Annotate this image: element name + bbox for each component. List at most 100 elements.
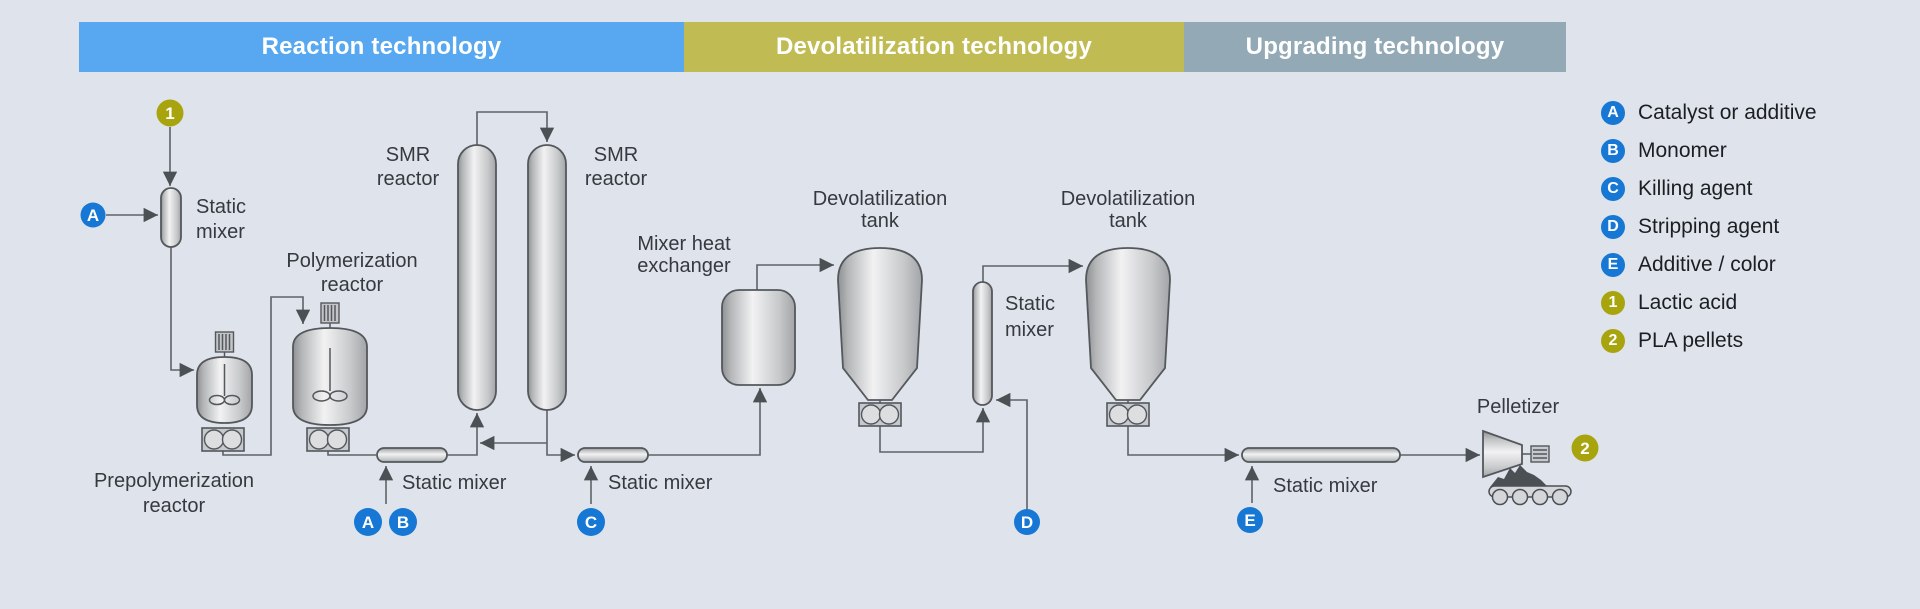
pump-gear (860, 404, 882, 425)
pump-gear (221, 429, 243, 450)
legend-label-killing-agent: Killing agent (1638, 177, 1753, 200)
devol1-body (837, 247, 923, 401)
prepolymerization-reactor (196, 331, 253, 452)
pipe-mhe-to-devol1 (756, 257, 834, 290)
marker-1-label: 1 (165, 104, 174, 123)
header-section-upgrading-label: Upgrading technology (1245, 33, 1505, 60)
marker-2-badge (1571, 434, 1599, 462)
legend-badge-d: D (1601, 215, 1625, 239)
marker-c-label: C (585, 513, 597, 532)
pipe-prepoly-to-poly (222, 296, 311, 456)
marker-d-badge (1014, 509, 1040, 535)
label-static-mixer-c: Static mixer (608, 472, 713, 494)
label-smr-left-2: reactor (377, 168, 440, 190)
label-static-mixer-d-2: mixer (1005, 319, 1054, 341)
conveyor-wheel (1531, 488, 1549, 506)
mixer-heat-exchanger (721, 289, 796, 386)
equipment-labels: Static mixer Prepolymerization reactor P… (94, 144, 1560, 517)
label-static-mixer-e: Static mixer (1273, 475, 1378, 497)
static-mixer-inlet-body (160, 187, 182, 248)
header-section-reaction-label: Reaction technology (261, 33, 502, 60)
label-static-mixer-ab: Static mixer (402, 472, 507, 494)
pipe-smr2-to-mixer-c (546, 410, 575, 463)
marker-b-label: B (397, 513, 409, 532)
label-pelletizer: Pelletizer (1477, 396, 1560, 418)
legend-badge-1: 1 (1601, 291, 1625, 315)
label-devol-tank-2: Devolatilization (1061, 188, 1196, 210)
marker-a-inlet-label: A (87, 206, 99, 225)
pump-gear (1108, 404, 1130, 425)
motor-icon (320, 302, 340, 324)
label-prepoly-reactor: Prepolymerization (94, 470, 254, 492)
label-static-mixer-inlet: Static (196, 196, 246, 218)
motor-hatch (323, 305, 336, 321)
legend-item-monomer: B Monomer (1601, 132, 1817, 170)
label-mixer-heat-exchanger: Mixer heat (637, 233, 731, 255)
marker-d-label: D (1021, 513, 1033, 532)
legend-badge-2: 2 (1601, 329, 1625, 353)
agitator-blade-icon (223, 394, 241, 406)
marker-e-label: E (1244, 511, 1255, 530)
label-poly-reactor-2: reactor (321, 274, 384, 296)
marker-a-badge (354, 508, 382, 536)
legend-label-additive-color: Additive / color (1638, 253, 1776, 276)
legend-label-catalyst: Catalyst or additive (1638, 101, 1817, 124)
pipe-devol1-to-mixer-d (879, 408, 991, 453)
label-smr-left: SMR (386, 144, 430, 166)
legend-item-catalyst: A Catalyst or additive (1601, 94, 1817, 132)
pipe-mixer-ab-to-smr1 (447, 413, 485, 456)
header-section-devolatilization: Devolatilization technology (684, 22, 1184, 72)
polymerization-reactor (292, 302, 368, 452)
legend-label-monomer: Monomer (1638, 139, 1727, 162)
legend-item-additive-color: E Additive / color (1601, 246, 1817, 284)
legend-item-lactic-acid: 1 Lactic acid (1601, 284, 1817, 322)
pump-gear (326, 429, 348, 450)
pelletizer-cone (1482, 429, 1523, 479)
smr-reactor-left (457, 144, 497, 411)
label-smr-right-2: reactor (585, 168, 648, 190)
header-section-upgrading: Upgrading technology (1184, 22, 1566, 72)
pipe-smr1-top-to-smr2 (476, 111, 555, 145)
devolatilization-tank-2 (1085, 247, 1171, 427)
marker-e-badge (1237, 507, 1263, 533)
label-static-mixer-d: Static (1005, 293, 1055, 315)
marker-a-inlet-badge (80, 202, 106, 228)
motor-hatch (218, 334, 231, 350)
static-mixer-d (972, 281, 993, 406)
legend-badge-a: A (1601, 101, 1625, 125)
legend-badge-e: E (1601, 253, 1625, 277)
pipe-stripping-agent-in (996, 392, 1028, 509)
label-prepoly-reactor-2: reactor (143, 495, 206, 517)
agitator-blade-icon (329, 390, 348, 402)
devolatilization-tank-1 (837, 247, 923, 427)
pump-gear (878, 404, 900, 425)
devol2-body (1085, 247, 1171, 401)
marker-c-badge (577, 508, 605, 536)
label-devol-tank-1: Devolatilization (813, 188, 948, 210)
smr-reactor-right (527, 144, 567, 411)
stream-markers: 1 A A B C D E 2 (80, 99, 1599, 536)
static-mixer-e (1241, 447, 1401, 463)
label-smr-right: SMR (594, 144, 638, 166)
motor-icon (214, 331, 235, 353)
legend-label-stripping-agent: Stripping agent (1638, 215, 1780, 238)
label-poly-reactor: Polymerization (286, 250, 417, 272)
label-devol-tank-2-2: tank (1109, 210, 1148, 232)
legend-badge-b: B (1601, 139, 1625, 163)
conveyor-wheel (1491, 488, 1509, 506)
die-plate-hatch (1533, 449, 1547, 459)
legend-item-killing-agent: C Killing agent (1601, 170, 1817, 208)
conveyor-belt-icon (1488, 485, 1572, 498)
pipe-mixer-d-to-devol2 (982, 258, 1083, 282)
pipe-inlet-mixer-to-prepoly (170, 247, 194, 378)
marker-b-badge (389, 508, 417, 536)
pump-gear (203, 429, 225, 450)
legend-label-pla-pellets: PLA pellets (1638, 329, 1744, 352)
marker-a-label: A (362, 513, 374, 532)
conveyor-wheel (1551, 488, 1569, 506)
label-devol-tank-1-2: tank (861, 210, 900, 232)
marker-2-label: 2 (1580, 439, 1589, 458)
label-mixer-heat-exchanger-2: exchanger (637, 255, 731, 277)
